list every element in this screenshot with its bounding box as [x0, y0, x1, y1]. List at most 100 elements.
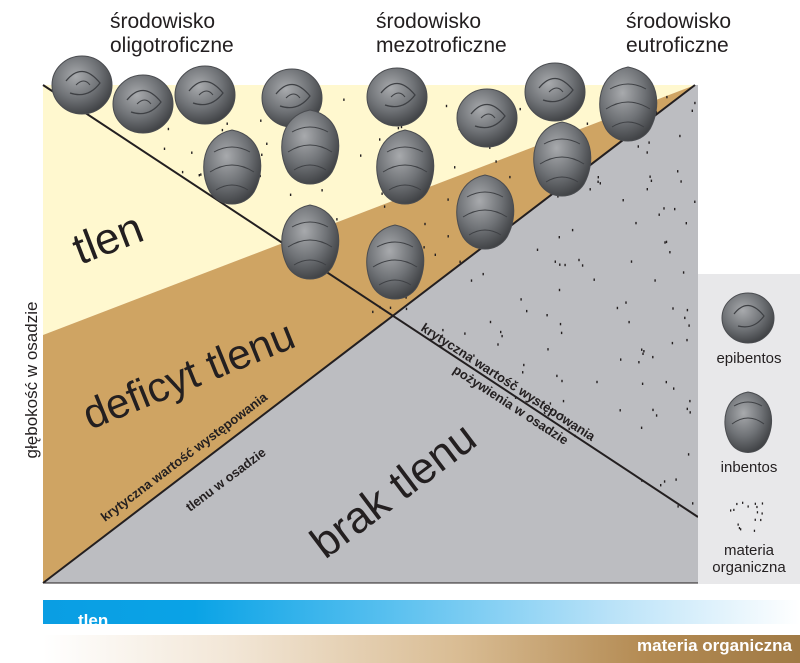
organic-speck [321, 189, 322, 191]
header-eutrophic: środowisko eutroficzne [626, 10, 731, 58]
organic-speck [454, 166, 455, 168]
organic-speck [561, 332, 562, 334]
inbentos-foram [600, 67, 657, 141]
organic-speck [390, 307, 391, 309]
inbentos-legend-icon [725, 392, 772, 453]
organic-speck [227, 123, 228, 125]
inbentos-foram [204, 130, 261, 204]
inbentos-foram [282, 110, 339, 184]
organic-speck [663, 207, 664, 209]
organic-speck [290, 194, 291, 196]
organic-speck [497, 343, 498, 345]
organic-speck [620, 358, 621, 360]
oxygen-bar-label: tlen [78, 611, 108, 631]
organic-speck [459, 261, 460, 263]
organic-speck [520, 108, 521, 110]
organic-speck [733, 509, 734, 511]
organic-speck [687, 408, 688, 410]
organic-speck [688, 453, 689, 455]
organic-speck [623, 199, 624, 201]
epibentos-foram [52, 56, 112, 114]
organic-bar-label: materia organiczna [637, 636, 792, 656]
organic-speck [424, 223, 425, 225]
organic-speck [692, 110, 693, 112]
organic-speck [578, 259, 579, 261]
organic-speck [379, 138, 380, 140]
organic-speck [547, 348, 548, 350]
organic-speck [762, 502, 763, 504]
organic-speck [199, 174, 200, 176]
organic-speck [755, 519, 756, 521]
organic-speck [686, 222, 687, 224]
organic-speck [647, 151, 648, 153]
header-mesotrophic: środowisko mezotroficzne [376, 10, 507, 58]
inbentos-foram [367, 225, 424, 299]
organic-speck [689, 400, 690, 402]
organic-speck [631, 260, 632, 262]
organic-speck [740, 528, 741, 530]
organic-speck [677, 505, 678, 507]
organic-speck [686, 339, 687, 341]
organic-speck [200, 173, 201, 175]
organic-speck [688, 324, 689, 326]
organic-speck [590, 188, 591, 190]
organic-speck [687, 309, 688, 311]
organic-speck [572, 229, 573, 231]
organic-speck [587, 123, 588, 125]
organic-speck [464, 332, 465, 334]
epibentos-foram [525, 63, 585, 121]
organic-speck [692, 502, 693, 504]
organic-speck [742, 502, 743, 504]
header-mezo-line2: mezotroficzne [376, 34, 507, 58]
header-mezo-line1: środowisko [376, 10, 507, 34]
organic-speck [757, 511, 758, 513]
organic-speck [574, 435, 575, 437]
inbentos-foram [282, 205, 339, 279]
epibentos-foram [457, 89, 517, 147]
header-eu-line2: eutroficzne [626, 34, 731, 58]
organic-speck [672, 307, 673, 309]
organic-speck [664, 241, 665, 243]
organic-speck [509, 176, 510, 178]
organic-speck [755, 503, 756, 505]
organic-speck [690, 411, 691, 413]
organic-speck [526, 310, 527, 312]
organic-speck [617, 307, 618, 309]
organic-speck [564, 264, 565, 266]
organic-speck [501, 335, 502, 337]
oxygen-gradient-bar [43, 600, 800, 624]
organic-speck [679, 135, 680, 137]
organic-speck [495, 160, 496, 162]
organic-speck [435, 254, 436, 256]
organic-speck [730, 509, 731, 511]
legend-materia-label-1: materia [698, 542, 800, 559]
organic-speck [483, 273, 484, 275]
epibentos-foram [367, 68, 427, 126]
organic-speck [191, 152, 192, 154]
organic-speck [647, 188, 648, 190]
organic-speck [546, 314, 547, 316]
header-eu-line1: środowisko [626, 10, 731, 34]
organic-speck [222, 129, 223, 131]
organic-speck [164, 148, 165, 150]
organic-speck [652, 356, 653, 358]
organic-speck [423, 246, 424, 248]
organic-speck [666, 381, 667, 383]
organic-speck [652, 409, 653, 411]
legend: epibentos inbentos materia organiczna [698, 274, 800, 584]
organic-speck [600, 182, 601, 184]
organic-speck [597, 181, 598, 183]
organic-speck [559, 264, 560, 266]
organic-speck [560, 323, 561, 325]
organic-speck [260, 120, 261, 122]
organic-speck [182, 171, 183, 173]
organic-speck [638, 145, 639, 147]
organic-speck [748, 505, 749, 507]
organic-speck [664, 480, 665, 482]
organic-speck [398, 127, 399, 129]
organic-speck [381, 193, 382, 195]
organic-speck [677, 170, 678, 172]
organic-speck [168, 128, 169, 130]
organic-speck [694, 102, 695, 104]
organic-speck [261, 154, 262, 156]
